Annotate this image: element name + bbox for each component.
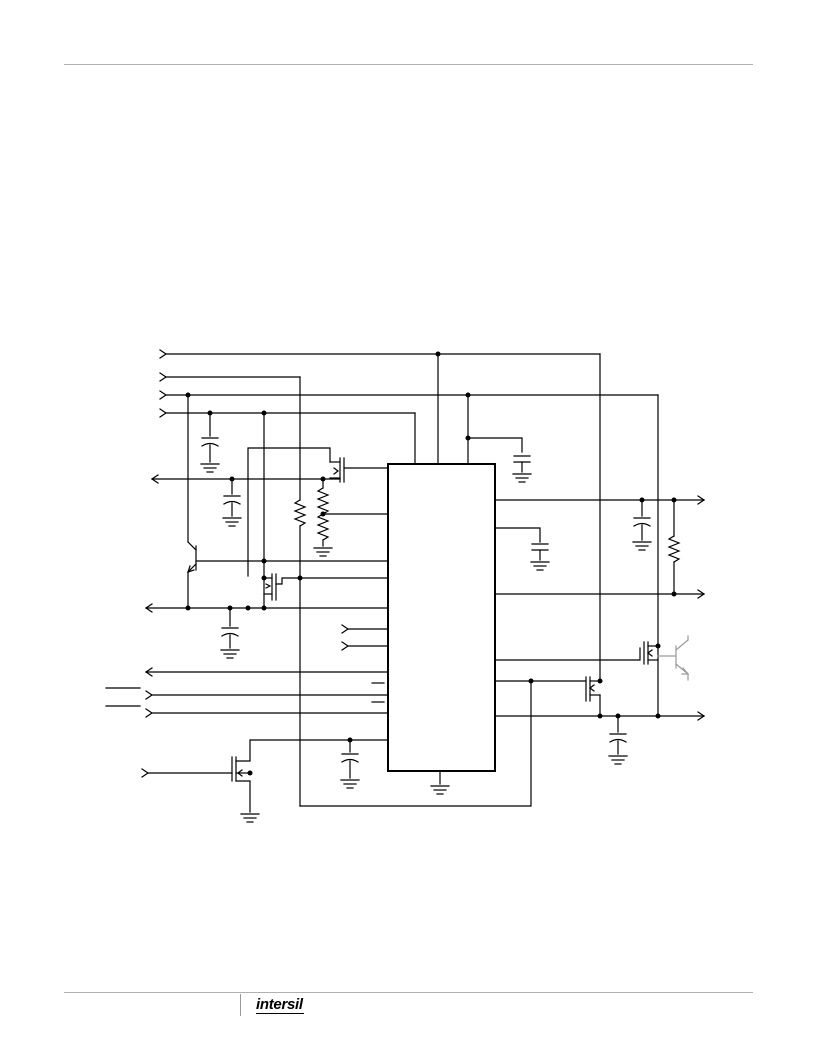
capacitor [531, 543, 549, 551]
resistor [316, 487, 330, 515]
input-arrow-1 [159, 349, 601, 359]
logo-underline [256, 1013, 304, 1014]
resistor [293, 499, 307, 527]
optional-transistor [657, 635, 690, 681]
capacitor [341, 753, 359, 763]
capacitor [513, 455, 531, 463]
capacitor [609, 733, 627, 743]
footer-rule [64, 992, 753, 993]
header-rule [64, 64, 753, 65]
capacitor [633, 517, 651, 527]
footer-divider [240, 994, 241, 1016]
resistor [667, 535, 681, 563]
input-arrow-4 [159, 408, 416, 465]
resistor [316, 513, 330, 541]
capacitor [201, 437, 219, 447]
intersil-logo: intersil [256, 996, 303, 1013]
capacitor [223, 495, 241, 505]
input-arrow-3 [159, 390, 659, 400]
controller-ic [387, 463, 496, 772]
input-arrow-2 [159, 372, 301, 382]
capacitor [221, 627, 239, 637]
